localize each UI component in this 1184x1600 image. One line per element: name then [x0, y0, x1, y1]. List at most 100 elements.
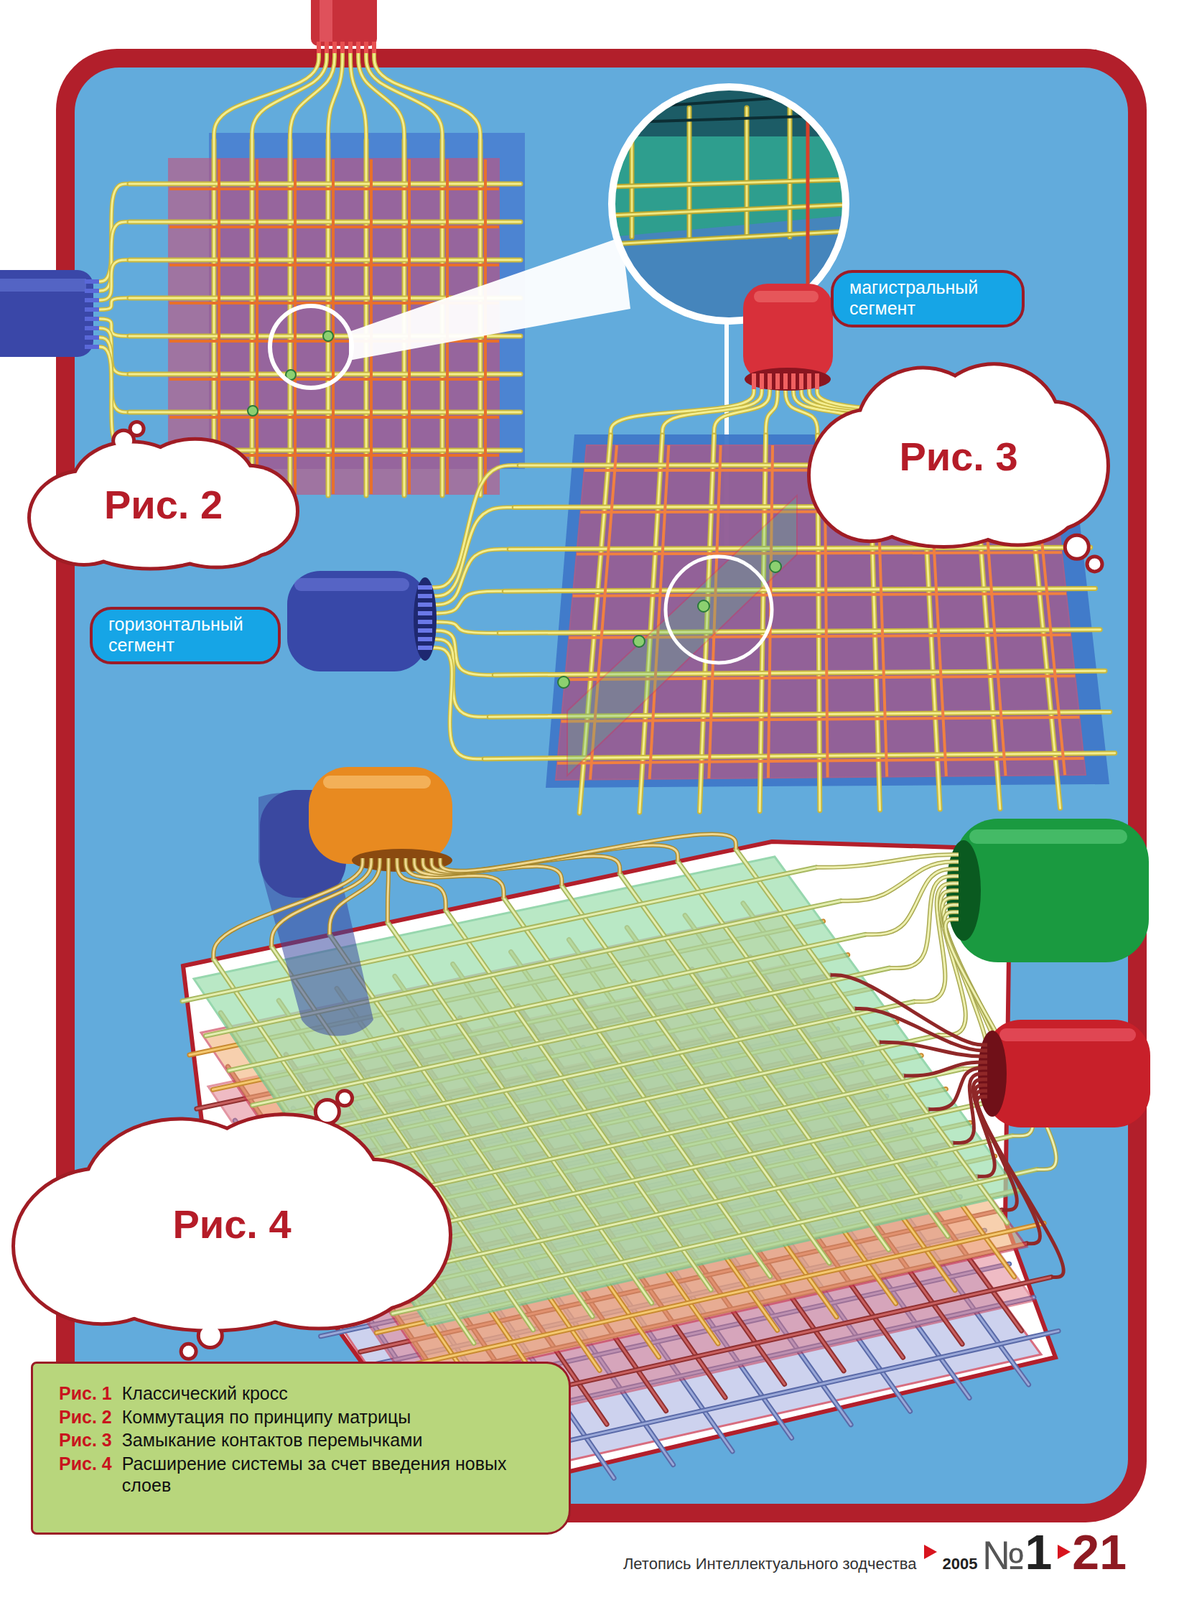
segment-label: магистральный сегмент — [830, 269, 1025, 328]
wire-stub — [417, 602, 433, 607]
wire-highlight — [96, 297, 130, 310]
horizontal-cable — [0, 269, 94, 357]
rod — [509, 547, 1090, 550]
orange-rod — [576, 552, 1062, 554]
wire-highlight — [440, 834, 736, 871]
orange-rod — [169, 415, 500, 419]
rod-highlight — [688, 107, 691, 237]
cut-plane — [567, 495, 797, 776]
cloud-lobe-fill — [183, 1345, 195, 1358]
figure-cloud: Рис. 4 — [15, 1111, 449, 1336]
rod-highlight — [327, 140, 330, 496]
trunk-cable-shine — [319, 0, 333, 42]
orange-rod — [331, 159, 335, 494]
cable-end — [413, 577, 437, 661]
wire-highlight — [387, 858, 389, 922]
orange-rod — [561, 717, 1080, 722]
journal-name: Летопись Интеллектуального зодчества — [623, 1554, 917, 1574]
wire-stub — [417, 593, 433, 599]
wire-stub — [417, 645, 433, 650]
rod-highlight — [509, 547, 1090, 550]
cloud-lobe — [317, 1101, 338, 1122]
figure-title: Рис. 4 — [172, 1200, 291, 1248]
wire — [430, 647, 484, 759]
wire — [430, 639, 489, 717]
wire-stub — [417, 636, 433, 642]
figure-3-jumpers — [287, 283, 1116, 813]
callout-wedge — [348, 236, 631, 361]
frame-border — [56, 48, 1147, 1523]
rod — [744, 107, 750, 237]
rod — [129, 371, 521, 377]
wire-highlight — [96, 259, 130, 301]
wire-stub — [767, 373, 772, 390]
jumper-contact — [557, 676, 570, 688]
wire-stub — [84, 316, 100, 321]
wire — [387, 858, 389, 922]
rod — [787, 107, 793, 237]
footer-triangle — [922, 1543, 939, 1561]
rod-highlight — [392, 1168, 1037, 1314]
callout-ring-small — [269, 305, 352, 388]
rod — [129, 409, 521, 416]
footer-triangle — [1056, 1543, 1072, 1561]
horizontal-cable-shine — [0, 278, 87, 292]
cloud-lobe-fill — [1066, 537, 1088, 558]
wire — [430, 590, 505, 614]
page-number: 21 — [1071, 1523, 1127, 1580]
orange-rod — [169, 187, 500, 191]
rod — [610, 231, 848, 245]
figure-number: Рис. 4 — [58, 1452, 113, 1497]
mag-top-band — [610, 86, 848, 137]
figure-number: Рис. 3 — [58, 1428, 113, 1452]
rod-highlight — [789, 107, 792, 237]
rod — [493, 670, 1106, 675]
rod — [325, 140, 332, 496]
wire-highlight — [430, 647, 484, 759]
wire-stub — [799, 373, 804, 390]
wire-stub — [759, 373, 764, 390]
orange-rod — [169, 225, 500, 229]
rod — [499, 629, 1100, 634]
rod — [275, 1001, 915, 1141]
wire — [405, 858, 505, 899]
rod — [610, 204, 848, 216]
cloud-lobe — [132, 423, 143, 434]
wire-highlight — [766, 387, 778, 436]
rod-highlight — [746, 107, 749, 237]
wire-highlight — [213, 858, 363, 959]
cloud-border — [15, 1092, 449, 1358]
rod-highlight — [610, 204, 848, 216]
cloud-lobe — [338, 1092, 351, 1104]
figure-number: Рис. 2 — [58, 1405, 113, 1429]
green-cable-shine — [969, 829, 1128, 844]
cable-end — [744, 367, 831, 391]
rod — [687, 107, 693, 237]
wire-stub — [417, 585, 433, 590]
rod-highlight — [504, 588, 1095, 591]
wire — [271, 858, 372, 947]
wire-stub — [316, 41, 321, 54]
rod-highlight — [299, 1034, 940, 1174]
cloud-lobe-fill — [1089, 557, 1101, 570]
wire-highlight — [430, 590, 505, 614]
triangle-shape — [1057, 1544, 1071, 1559]
journal-footer: Летопись Интеллектуального зодчества 200… — [623, 1523, 1127, 1580]
cloud-lobe — [1089, 557, 1101, 570]
cloud-fill — [810, 365, 1107, 570]
wire-stub — [84, 307, 100, 312]
wire — [96, 259, 130, 301]
wire-stub — [340, 41, 345, 54]
rod — [392, 1168, 1037, 1314]
callout-ring — [665, 556, 772, 663]
wire-highlight — [714, 387, 770, 436]
rod — [504, 588, 1095, 591]
rod-highlight — [129, 259, 521, 262]
jumper-contact — [769, 560, 782, 573]
wire-highlight — [405, 858, 505, 899]
figure-caption: Классический кросс — [122, 1382, 548, 1405]
segment-name: горизонтальный сегмент — [108, 613, 263, 656]
triangle-shape — [924, 1544, 938, 1559]
cloud-lobe — [183, 1345, 195, 1358]
